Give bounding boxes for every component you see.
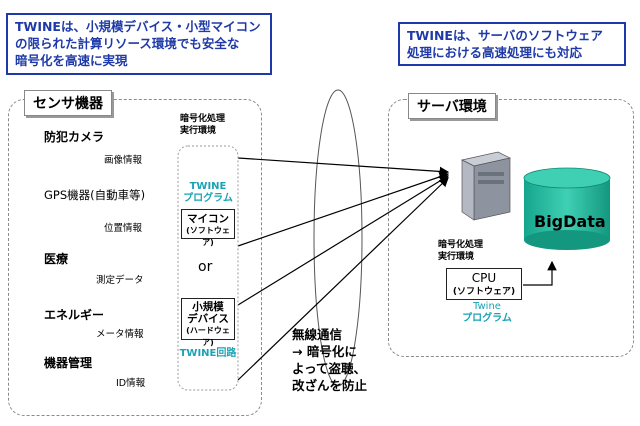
sensor-twine-program-2: プログラム <box>183 193 233 204</box>
server-env-label-1: 暗号化処理 <box>438 240 484 250</box>
left-callout-line-1: TWINEは、小規模デバイス・小型マイコン <box>15 19 261 34</box>
data-management: ID情報 <box>116 378 146 389</box>
server-twine-program-1: Twine <box>473 301 501 312</box>
server-panel <box>388 99 634 357</box>
server-env-label: 暗号化処理 実行環境 <box>438 239 483 263</box>
sensor-panel-title: センサ機器 <box>24 90 112 116</box>
hw-box: 小規模 デバイス (ハードウェア) <box>181 298 235 347</box>
hw-box-line-2: デバイス <box>187 313 229 325</box>
device-gps: GPS機器(自動車等) <box>44 188 146 202</box>
arrow-camera <box>237 157 450 177</box>
data-gps: 位置情報 <box>104 223 143 234</box>
wireless-ellipse <box>313 89 363 387</box>
mcu-box-title: マイコン <box>187 213 229 225</box>
sensor-twine-program-1: TWINE <box>189 181 227 192</box>
arrow-cpu-db <box>523 260 557 286</box>
right-callout-line-1: TWINEは、サーバのソフトウェア <box>407 28 603 43</box>
sensor-env-label-2: 実行環境 <box>180 126 217 136</box>
wireless-line-2: → 暗号化に <box>292 344 357 359</box>
data-camera: 画像情報 <box>104 155 143 166</box>
server-env-label-2: 実行環境 <box>438 252 475 262</box>
sensor-panel <box>8 99 262 416</box>
left-callout-line-3: 暗号化を高速に実現 <box>15 53 128 68</box>
arrow-device <box>237 177 449 381</box>
device-medical: 医療 <box>44 252 69 266</box>
wireless-text: 無線通信 → 暗号化に よって盗聴、 改ざんを防止 <box>292 326 367 394</box>
server-panel-title: サーバ環境 <box>408 93 496 119</box>
sensor-env-label: 暗号化処理 実行環境 <box>180 113 225 137</box>
device-energy: エネルギー <box>44 308 105 322</box>
twine-circuit-label: TWINE回路 <box>179 348 237 359</box>
wireless-line-1: 無線通信 <box>292 327 343 342</box>
sensor-env-label-1: 暗号化処理 <box>180 114 226 124</box>
arrow-gps <box>237 172 450 247</box>
wireless-line-3: よって盗聴、 <box>292 361 367 376</box>
cpu-box-title: CPU <box>471 271 497 285</box>
mcu-box-sub: (ソフトウェア) <box>186 226 230 247</box>
bigdata-label: BigData <box>534 212 606 231</box>
sensor-env-box <box>177 145 239 391</box>
arrow-energy <box>237 175 450 306</box>
wireless-line-4: 改ざんを防止 <box>292 378 368 393</box>
cpu-box: CPU (ソフトウェア) <box>446 268 522 300</box>
server-twine-program: Twine プログラム <box>452 301 522 325</box>
server-twine-program-2: プログラム <box>462 313 512 324</box>
sensor-twine-program: TWINE プログラム <box>180 181 236 205</box>
data-medical: 測定データ <box>96 275 144 286</box>
right-callout: TWINEは、サーバのソフトウェア 処理における高速処理にも対応 <box>398 22 626 66</box>
data-energy: メータ情報 <box>96 329 144 340</box>
right-callout-line-2: 処理における高速処理にも対応 <box>407 45 583 60</box>
or-label: or <box>198 259 213 275</box>
hw-box-line-1: 小規模 <box>192 301 224 313</box>
left-callout-line-2: の限られた計算リソース環境でも安全な <box>15 36 240 51</box>
device-camera: 防犯カメラ <box>44 130 105 144</box>
bigdata-cylinder-icon <box>523 167 611 250</box>
mcu-box: マイコン (ソフトウェア) <box>181 209 235 247</box>
device-management: 機器管理 <box>44 356 93 370</box>
left-callout: TWINEは、小規模デバイス・小型マイコン の限られた計算リソース環境でも安全な… <box>6 13 272 75</box>
server-icon <box>460 151 512 221</box>
cpu-box-sub: (ソフトウェア) <box>452 287 516 297</box>
hw-box-line-3: (ハードウェア) <box>186 326 230 347</box>
